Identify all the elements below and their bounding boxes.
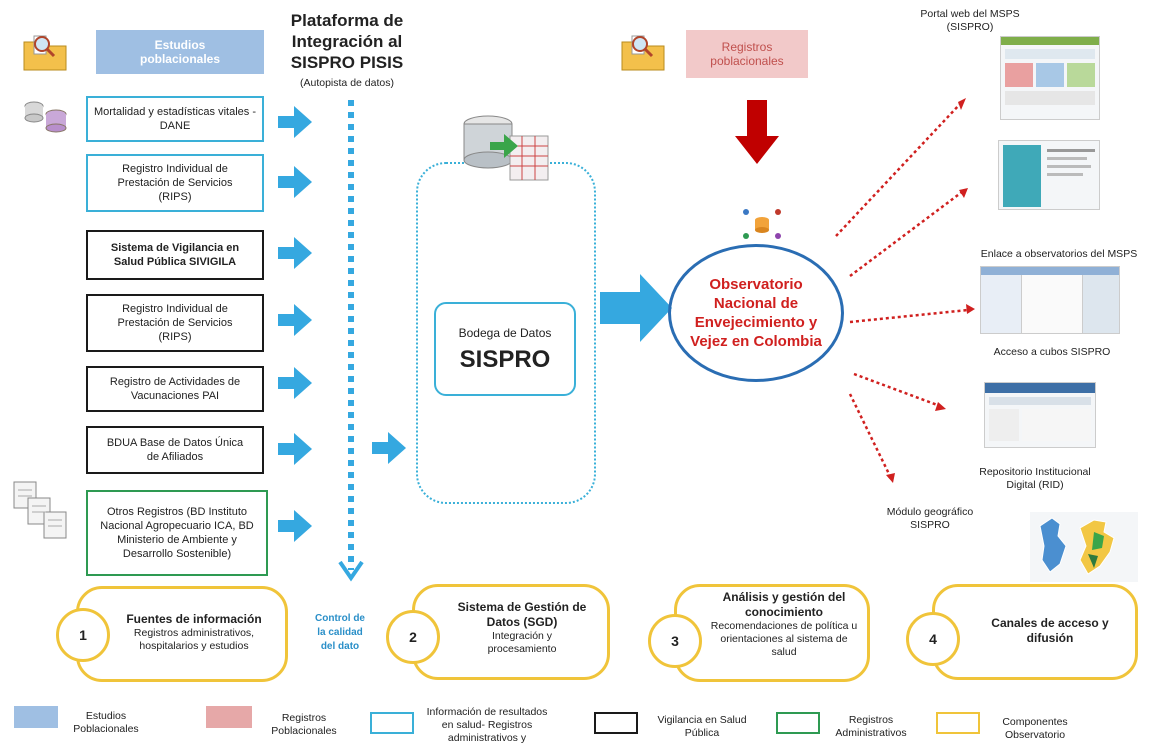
component-1-number: 1 xyxy=(56,608,110,662)
arrow-right-icon xyxy=(278,237,312,269)
legend-swatch-componentes xyxy=(936,712,980,734)
estudios-poblacionales-box: Estudios poblacionales xyxy=(96,30,264,74)
estudios-label: Estudios poblacionales xyxy=(139,38,221,66)
database-stack-icon xyxy=(22,96,72,136)
repositorio-caption: Repositorio Institucional Digital (RID) xyxy=(979,466,1091,491)
legend-swatch-vigilancia xyxy=(594,712,638,734)
component-2-pill xyxy=(412,584,610,680)
output-arrows xyxy=(835,98,975,483)
platform-dotted-line xyxy=(338,100,364,582)
component-1-text: Fuentes de información Registros adminis… xyxy=(126,612,262,652)
legend-label-info: Información de resultados en salud- Regi… xyxy=(426,706,548,744)
arrow-right-icon xyxy=(278,367,312,399)
arrow-right-icon xyxy=(278,106,312,138)
component-4-pill xyxy=(932,584,1138,680)
component-3-number: 3 xyxy=(648,614,702,668)
report-thumbnail xyxy=(998,140,1100,210)
modulo-caption: Módulo geográfico SISPRO xyxy=(886,506,974,531)
source-box-pai: Registro de Actividades de Vacunaciones … xyxy=(86,366,264,412)
arrow-right-icon xyxy=(278,433,312,465)
registros-poblacionales-box: Registros poblacionales xyxy=(686,30,808,78)
plataforma-title: Plataforma de Integración al SISPRO PISI… xyxy=(290,11,404,72)
legend-label-vigilancia: Vigilancia en Salud Pública xyxy=(657,714,747,739)
data-cluster-icon xyxy=(740,206,784,242)
observatorio-label: Observatorio Nacional de Envejecimiento … xyxy=(690,276,822,350)
legend-swatch-registros xyxy=(206,706,252,728)
arrow-right-icon xyxy=(278,510,312,542)
bodega-box: Bodega de Datos SISPRO xyxy=(434,302,576,396)
portal-thumbnail xyxy=(1000,36,1100,120)
control-calidad-label: Control de la calidad del dato xyxy=(315,613,365,652)
legend-label-estudios: Estudios Poblacionales xyxy=(73,710,139,735)
legend-label-componentes: Componentes Observatorio xyxy=(1002,716,1068,741)
database-transfer-icon xyxy=(458,112,554,184)
cubos-caption: Acceso a cubos SISPRO xyxy=(993,346,1111,358)
portal-caption: Portal web del MSPS (SISPRO) xyxy=(920,8,1020,33)
arrow-right-icon xyxy=(278,166,312,198)
red-down-arrow xyxy=(735,100,779,164)
bodega-label: Bodega de Datos xyxy=(458,326,552,340)
source-box-rips-2: Registro Individual de Prestación de Ser… xyxy=(86,294,264,352)
documents-icon xyxy=(12,480,70,542)
legend-label-administrativos: Registros Administrativos xyxy=(835,714,907,739)
source-box-bdua: BDUA Base de Datos Única de Afiliados xyxy=(86,426,264,474)
source-box-dane: Mortalidad y estadísticas vitales - DANE xyxy=(86,96,264,142)
bodega-name: SISPRO xyxy=(459,346,551,373)
source-box-otros: Otros Registros (BD Instituto Nacional A… xyxy=(86,490,268,576)
component-3-text: Análisis y gestión del conocimiento Reco… xyxy=(710,590,858,658)
arrow-right-icon xyxy=(278,304,312,336)
bodega-to-observatorio-arrow xyxy=(600,274,672,342)
legend-label-registros: Registros Poblacionales xyxy=(271,712,337,737)
repositorio-thumbnail xyxy=(984,382,1096,448)
folder-magnifier-icon xyxy=(618,30,670,74)
autopista-subtitle: (Autopista de datos) xyxy=(300,77,394,89)
legend-swatch-info xyxy=(370,712,414,734)
observatorio-ellipse: Observatorio Nacional de Envejecimiento … xyxy=(668,244,844,382)
source-box-rips-1: Registro Individual de Prestación de Ser… xyxy=(86,154,264,212)
component-4-text: Canales de acceso y difusión xyxy=(991,616,1109,645)
component-4-number: 4 xyxy=(906,612,960,666)
component-1-pill xyxy=(76,586,288,682)
map-thumbnail xyxy=(1030,512,1138,582)
cubos-thumbnail xyxy=(980,266,1120,334)
folder-magnifier-icon xyxy=(20,30,72,74)
enlace-caption: Enlace a observatorios del MSPS xyxy=(980,248,1138,260)
platform-to-bodega-arrow xyxy=(372,432,406,464)
source-box-sivigila: Sistema de Vigilancia en Salud Pública S… xyxy=(86,230,264,280)
component-2-text: Sistema de Gestión de Datos (SGD) Integr… xyxy=(457,600,587,655)
source-arrows xyxy=(278,106,312,542)
legend-swatch-estudios xyxy=(14,706,58,728)
legend-swatch-administrativos xyxy=(776,712,820,734)
component-2-number: 2 xyxy=(386,610,440,664)
